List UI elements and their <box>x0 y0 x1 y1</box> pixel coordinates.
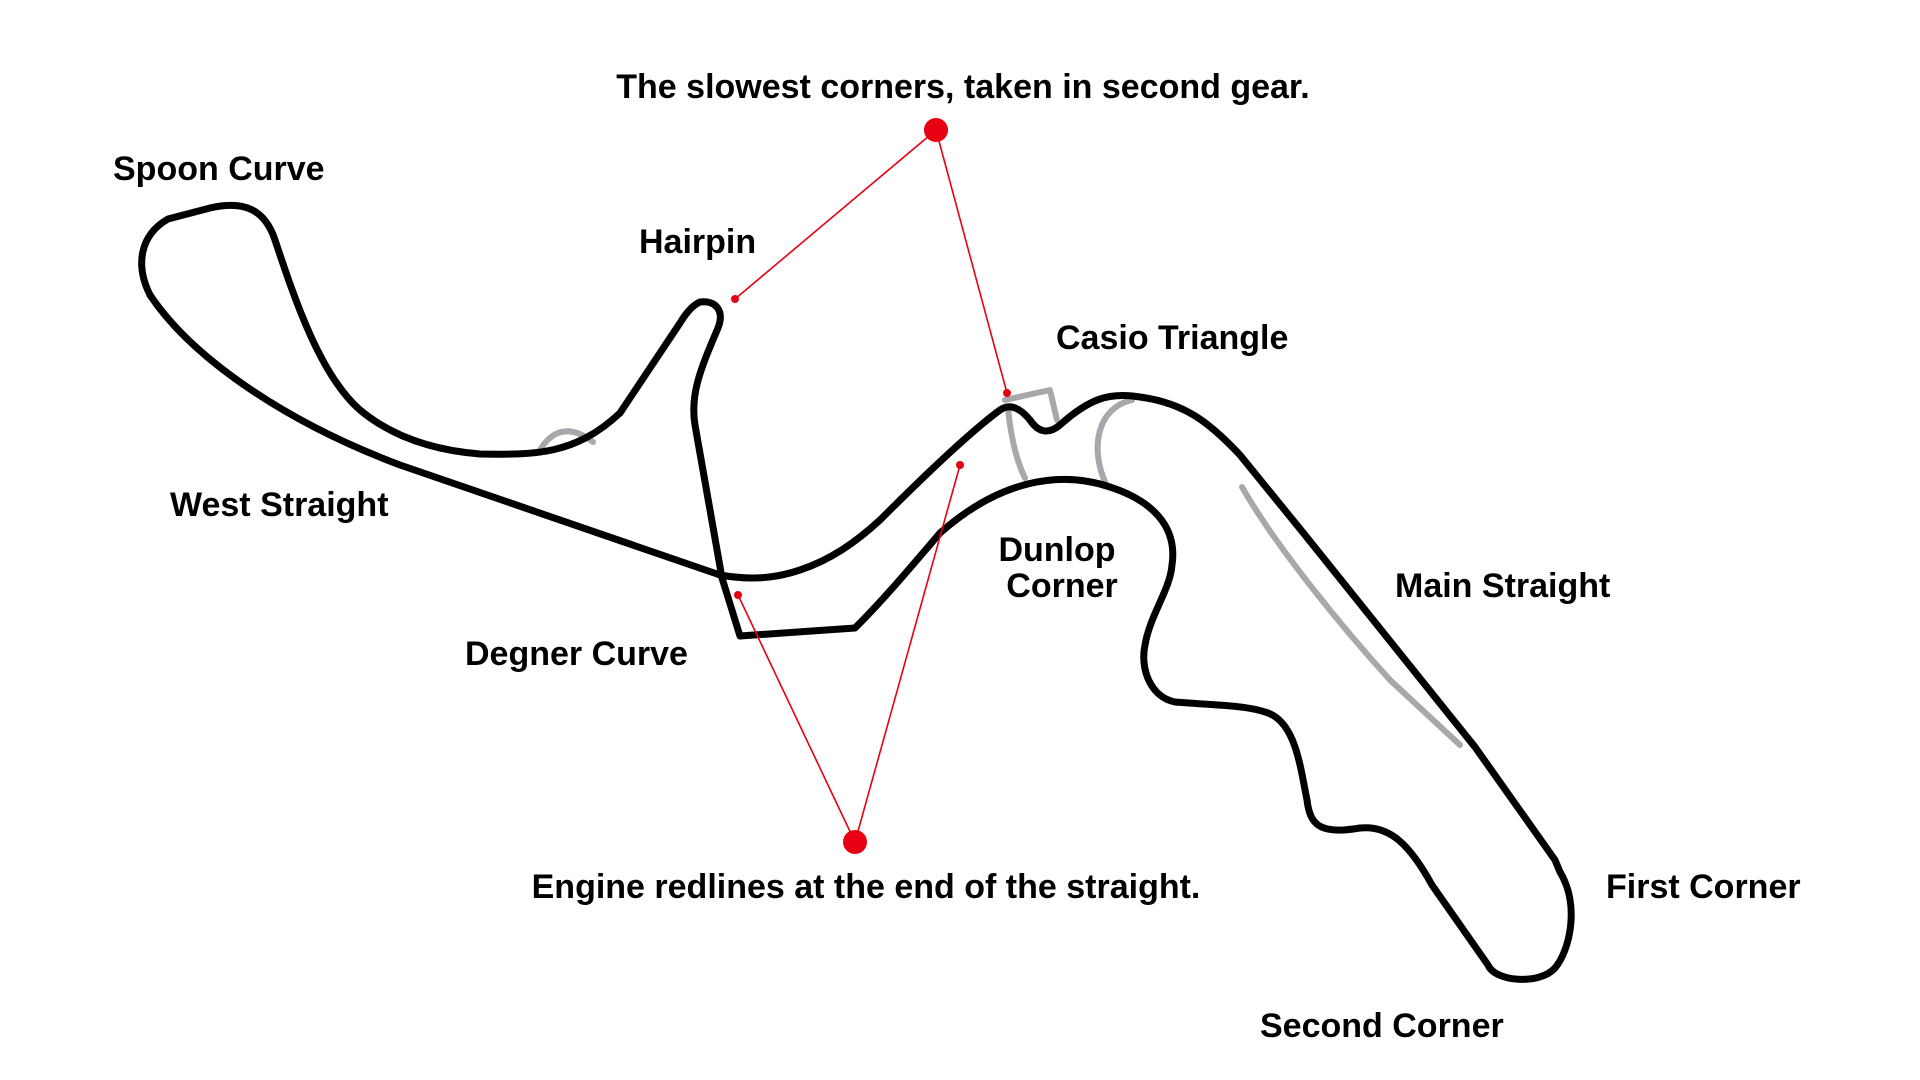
callout-engine-redlines: Engine redlines at the end of the straig… <box>532 868 1201 906</box>
callout-markers <box>731 118 1011 854</box>
label-dunlop-corner-line1: Dunlop <box>998 531 1115 569</box>
callout-line-casio <box>935 129 1008 394</box>
callout-pin-degner <box>734 591 742 599</box>
callout-pin-dunlop <box>956 461 964 469</box>
casio-bypass-left <box>1005 405 1028 481</box>
callout-lines <box>734 129 1008 843</box>
label-second-corner: Second Corner <box>1260 1007 1504 1045</box>
label-west-straight: West Straight <box>170 486 389 524</box>
callout-dot-redline <box>843 830 867 854</box>
alternate-track-segments <box>537 387 1463 748</box>
pit-lane <box>1239 484 1463 748</box>
labels: The slowest corners, taken in second gea… <box>113 68 1801 1045</box>
callout-line-dunlop <box>854 464 961 843</box>
callout-line-degner <box>737 594 856 843</box>
label-first-corner: First Corner <box>1606 868 1801 906</box>
callout-slowest-corners: The slowest corners, taken in second gea… <box>616 68 1309 106</box>
label-main-straight: Main Straight <box>1395 567 1610 605</box>
label-degner-curve: Degner Curve <box>465 635 688 673</box>
chicane-shortcut <box>1002 387 1060 423</box>
callout-pin-hairpin <box>731 295 739 303</box>
circuit-track <box>138 201 1575 983</box>
label-spoon-curve: Spoon Curve <box>113 150 325 188</box>
callout-line-hairpin <box>734 129 937 300</box>
label-casio-triangle: Casio Triangle <box>1056 319 1288 357</box>
callout-dot-slowest <box>924 118 948 142</box>
label-hairpin: Hairpin <box>639 223 756 261</box>
label-dunlop-corner-line2: Corner <box>1006 567 1117 605</box>
casio-bypass-right <box>1094 397 1135 487</box>
callout-pin-casio <box>1003 389 1011 397</box>
